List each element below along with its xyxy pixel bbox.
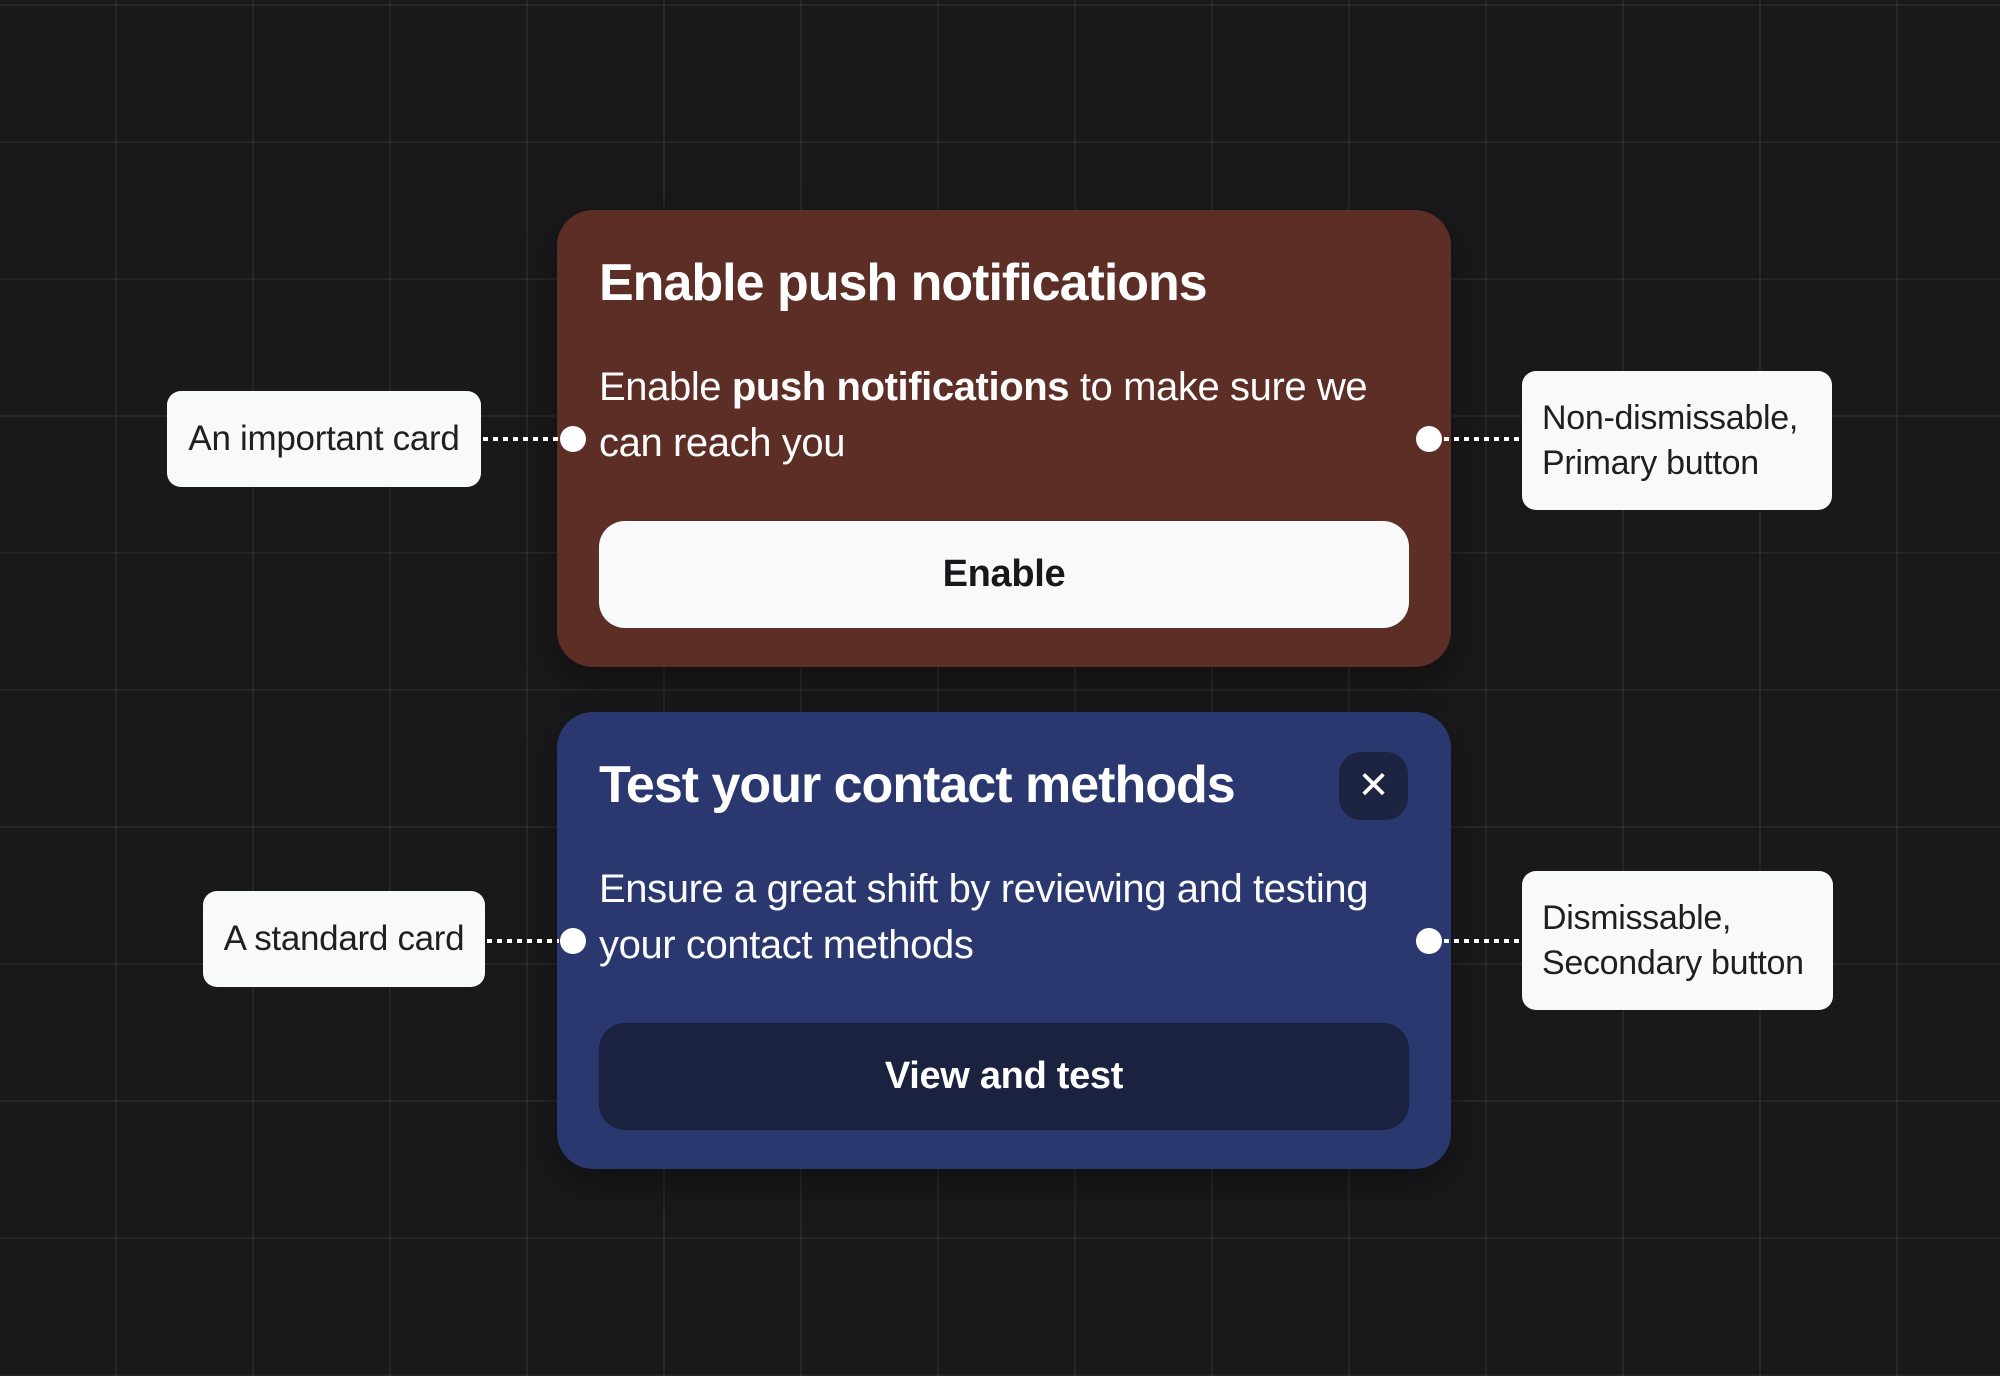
connector-dot: [560, 426, 586, 452]
card-title: Test your contact methods: [599, 756, 1236, 814]
body-text: can reach you: [599, 421, 846, 465]
body-text: to make sure we: [1069, 365, 1368, 409]
annotation-secondary-button: Dismissable, Secondary button: [1522, 871, 1833, 1010]
view-and-test-button[interactable]: View and test: [599, 1023, 1409, 1130]
connector-dot: [1416, 426, 1442, 452]
annotation-text: Non-dismissable,: [1542, 398, 1798, 437]
connector-line: [1444, 437, 1522, 441]
card-body: Enable push notifications to make sure w…: [599, 359, 1409, 471]
annotation-important-card: An important card: [167, 391, 481, 487]
body-text-bold: push notifications: [731, 365, 1070, 409]
connector-line: [483, 437, 559, 441]
annotation-primary-button: Non-dismissable, Primary button: [1522, 371, 1832, 510]
body-text: your contact methods: [599, 923, 974, 967]
card-title: Enable push notifications: [599, 254, 1208, 312]
annotation-text: Dismissable,: [1542, 898, 1732, 937]
body-text: Enable: [599, 365, 732, 409]
annotation-text: Primary button: [1542, 443, 1759, 482]
annotation-text: A standard card: [223, 919, 465, 958]
close-button[interactable]: ✕: [1339, 752, 1408, 820]
card-body: Ensure a great shift by reviewing and te…: [599, 861, 1409, 973]
connector-dot: [1416, 928, 1442, 954]
connector-line: [487, 939, 559, 943]
enable-button[interactable]: Enable: [599, 521, 1409, 628]
connector-dot: [560, 928, 586, 954]
body-text: Ensure a great shift by reviewing and te…: [599, 867, 1369, 911]
close-icon: ✕: [1357, 765, 1390, 807]
annotation-standard-card: A standard card: [203, 891, 485, 987]
important-card: Enable push notifications Enable push no…: [557, 210, 1451, 667]
standard-card: Test your contact methods ✕ Ensure a gre…: [557, 712, 1451, 1169]
annotation-text: Secondary button: [1542, 943, 1804, 982]
annotation-text: An important card: [188, 419, 460, 458]
connector-line: [1444, 939, 1522, 943]
